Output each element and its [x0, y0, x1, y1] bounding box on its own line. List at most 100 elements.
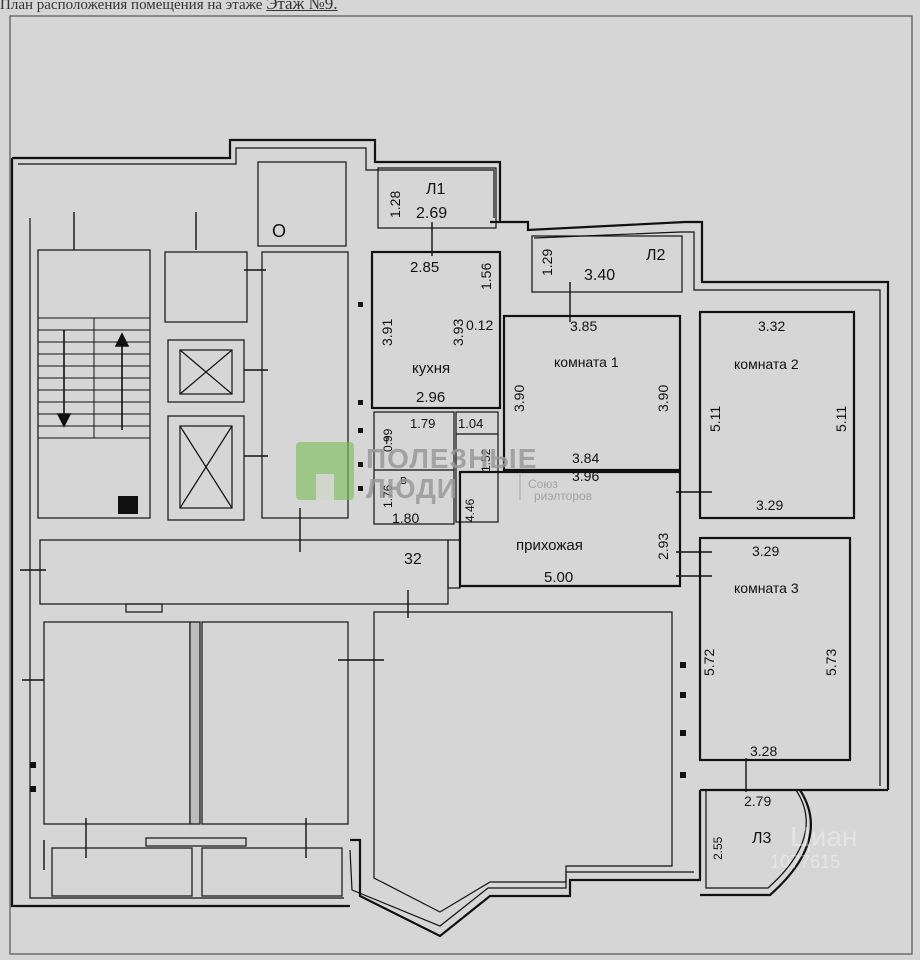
dim-l1-width: 2.69: [416, 205, 447, 222]
bath-label: в: [400, 472, 407, 487]
dim-w-bottom: 1.80: [392, 510, 419, 526]
dim-room3-right: 5.73: [823, 649, 839, 676]
balcony-l3: [705, 789, 807, 889]
balcony-l2: [531, 235, 683, 293]
dim-room3-top: 3.29: [752, 543, 779, 559]
outer-wall-top-right: [490, 220, 890, 790]
dim-kitchen-left: 3.91: [379, 319, 395, 346]
corner-watermark: Циан 1077615: [770, 821, 857, 872]
common-corridor-vertical: [261, 251, 349, 519]
dim-l3-side: 2.55: [711, 836, 725, 860]
neighbor-unit-left: [43, 621, 191, 825]
dim-hall-right: 2.93: [655, 533, 671, 560]
corner-watermark-2: 1077615: [770, 852, 840, 872]
common-corridor-horizontal: [39, 539, 449, 605]
dim-hall-bottom: 5.00: [544, 569, 573, 586]
outer-wall-left: [10, 158, 350, 908]
watermark: ПОЛЕЗНЫЕ ЛЮДИ Союз риэлторов: [296, 442, 592, 504]
dim-hall-top: 3.96: [572, 468, 599, 484]
utility-shaft: [164, 251, 248, 323]
partition-wall: [189, 621, 201, 825]
dim-toilet-height: 1.52: [479, 448, 493, 472]
balcony-l2-label: Л2: [646, 247, 666, 264]
dim-bath-width: 1.79: [410, 416, 435, 431]
watermark-logo-square: [296, 442, 354, 500]
outer-wall-top-left-inner: [18, 147, 495, 218]
kitchen-label: кухня: [412, 360, 450, 377]
sheet-border: [9, 15, 913, 955]
dim-kitchen-bottom: 2.96: [416, 389, 445, 406]
stair-mark: О: [272, 221, 286, 241]
dim-l3-top: 2.79: [744, 793, 771, 809]
elevator-1: [167, 339, 245, 403]
dim-kitchen-side: 1.56: [478, 263, 494, 290]
dim-kitchen-gap: 0.12: [466, 317, 493, 333]
neighbor-balcony-rail: [145, 837, 247, 847]
room-1: [502, 314, 682, 472]
dim-room2-left: 5.11: [707, 406, 723, 432]
elevator-2: [167, 415, 245, 521]
toilet-label: т: [384, 433, 390, 447]
closet-32: [447, 539, 461, 589]
bay-window-wall: [350, 790, 702, 938]
room-2-label: комната 2: [734, 356, 799, 372]
hallway-label: прихожая: [516, 537, 583, 554]
outer-wall-left-inner: [29, 218, 344, 899]
corner-watermark-1: Циан: [790, 821, 857, 852]
floor-number: Этаж №9.: [266, 0, 338, 13]
large-room-neighbor: [373, 611, 673, 913]
dim-hall-side: 4.46: [463, 498, 477, 522]
balcony-l1-label: Л1: [426, 181, 446, 198]
left-wall-marks: [30, 762, 36, 792]
dim-room2-top: 3.32: [758, 318, 785, 334]
watermark-line-4: риэлторов: [534, 489, 592, 503]
balcony-l1: [377, 167, 497, 229]
corridor-mark: [125, 603, 163, 613]
dim-kitchen-top: 2.85: [410, 259, 439, 276]
dim-room1-top: 3.85: [570, 318, 597, 334]
watermark-logo-notch: [316, 474, 334, 500]
dim-room2-right: 5.11: [833, 406, 849, 432]
plan-caption: План расположения помещения на этаже Эта…: [0, 0, 920, 14]
bay-window-wall-inner: [349, 849, 694, 927]
bathroom: [373, 411, 455, 525]
dim-w-height: 1.76: [381, 484, 395, 508]
door-ticks: [20, 212, 747, 870]
outer-wall-top-right-inner: [533, 231, 881, 786]
corridor-dots: [358, 302, 363, 491]
neighbor-balcony-2: [201, 847, 343, 897]
outer-wall-top-left: [12, 138, 502, 222]
balcony-l3-arc: [700, 789, 812, 897]
stairwell: [37, 249, 151, 519]
stair-landing-mark: [118, 496, 138, 514]
dim-room3-bottom: 3.28: [750, 743, 777, 759]
dim-room1-bottom: 3.84: [572, 450, 599, 466]
kitchen-room: [370, 250, 502, 410]
dim-room3-left: 5.72: [701, 649, 717, 676]
watermark-line-2: ЛЮДИ: [366, 473, 458, 504]
watermark-line-1: ПОЛЕЗНЫЕ: [366, 443, 537, 474]
balcony-l3-label: Л3: [752, 830, 772, 847]
stair-arrows: [56, 330, 130, 430]
dim-kitchen-right: 3.93: [450, 319, 466, 346]
garbage-chute-room: [257, 161, 347, 247]
neighbor-unit-middle: [201, 621, 349, 825]
room-3: [698, 536, 852, 762]
room-3-label: комната 3: [734, 580, 799, 596]
dim-toilet-width: 1.04: [458, 416, 483, 431]
watermark-line-3: Союз: [528, 477, 558, 491]
room-2: [698, 310, 856, 520]
dim-room1-left: 3.90: [511, 385, 527, 412]
large-room-dots: [680, 662, 686, 778]
toilet-room: [455, 411, 499, 523]
plan-caption-text: План расположения помещения на этаже: [0, 0, 263, 13]
dim-l2-height: 1.29: [539, 249, 555, 276]
dim-l1-height: 1.28: [387, 191, 403, 218]
dim-room1-right: 3.90: [655, 385, 671, 412]
neighbor-balcony-1: [51, 847, 193, 897]
dim-room2-bottom: 3.29: [756, 497, 783, 513]
stair-steps: [38, 317, 150, 439]
dim-bath-height: 0.99: [381, 428, 395, 452]
